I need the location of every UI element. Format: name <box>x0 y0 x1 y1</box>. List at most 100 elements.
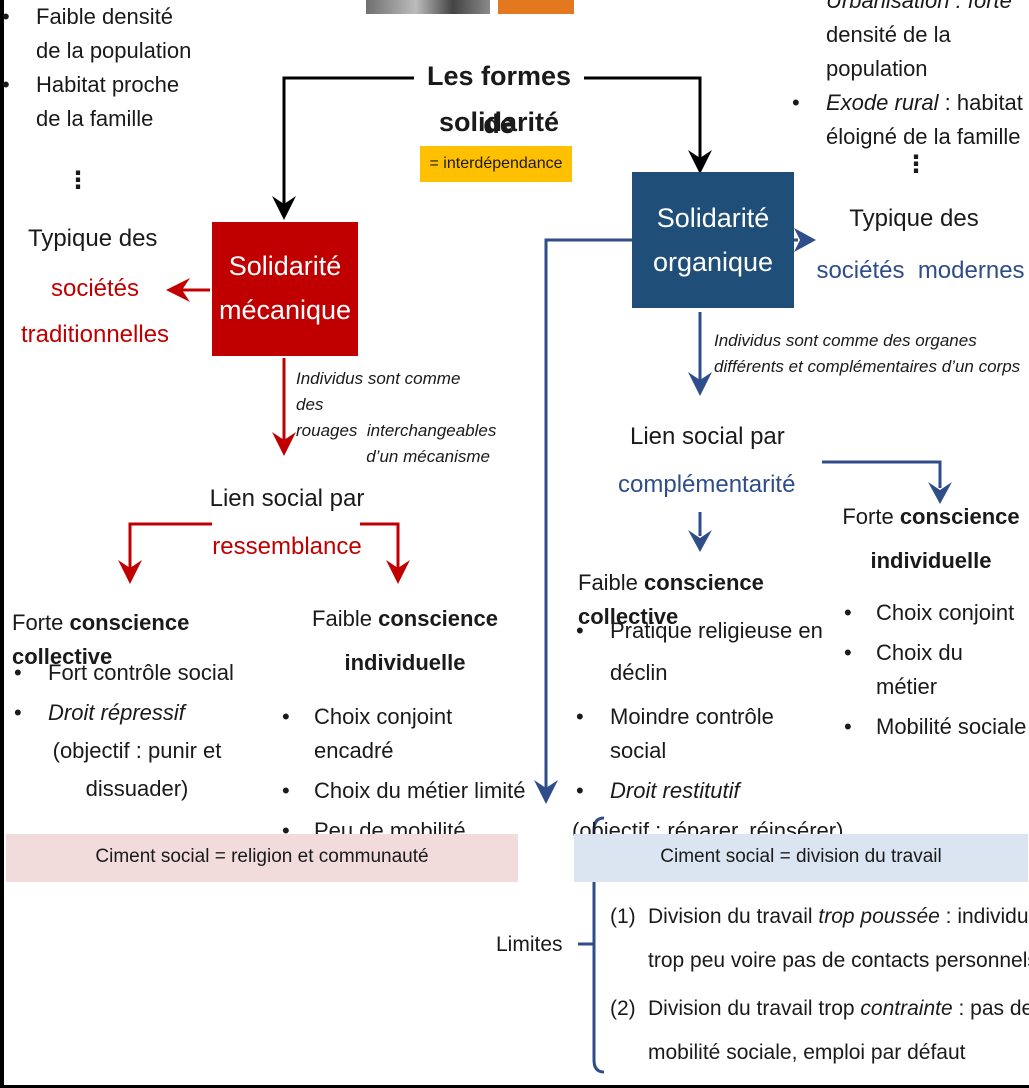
bullet-pratique-religieuse: • Pratique religieuse en déclin <box>572 614 832 690</box>
ciment-social-division: Ciment social = division du travail <box>574 834 1028 882</box>
forte-individuelle-list: • Choix conjoint • Choix du métier • Mob… <box>842 596 1028 744</box>
choix-metier-limite-text: Choix du métier limité <box>314 778 526 803</box>
limite-2-italic: contrainte <box>860 997 953 1020</box>
organique-desc-line1: Individus sont comme des organes <box>714 331 977 350</box>
objectif-punir-line1: (objectif : punir et <box>52 738 222 763</box>
faible-conscience-collective-heading: Faible conscience collective <box>578 566 838 634</box>
bullet-moindre-controle: • Moindre contrôle social <box>572 700 832 768</box>
mecanique-desc-line1: Individus sont comme des <box>296 369 461 414</box>
photo-thumbnail <box>366 0 490 14</box>
bullet-dot: • <box>14 700 22 725</box>
arrow-to-forte-individuelle <box>822 460 942 488</box>
urbanisation-line1: Urbanisation : forte <box>826 0 1012 13</box>
exode-rural-line2: éloigné de la famille <box>826 124 1021 149</box>
typique-des-left: Typique des <box>28 225 158 252</box>
forte-ind-prefix: Forte <box>842 504 900 529</box>
lien-ressemblance-line2: ressemblance <box>212 533 362 560</box>
bullet-fort-controle: • Fort contrôle social <box>12 656 272 690</box>
arrow-to-faible-individuelle <box>360 522 400 570</box>
limite-1-pre: Division du travail <box>648 905 819 928</box>
limite-1-line1: (1) Division du travail trop poussée : in… <box>610 900 1029 934</box>
habitat-proche-line2: de la famille <box>36 106 154 131</box>
arrow-head-modernes <box>794 228 816 252</box>
faible-prefix: Faible <box>312 606 379 631</box>
book-cover-thumbnail <box>498 0 574 14</box>
bullet-dot: • <box>792 90 800 115</box>
arrow-head-forte-collective <box>118 560 142 584</box>
societes-traditionnelles-line1: sociétés <box>50 275 140 302</box>
arrow-head-organique <box>688 150 712 174</box>
limite-1-post: : individus ont <box>945 905 1029 928</box>
lien-ressemblance-line1: Lien social par <box>209 485 365 512</box>
bullet-droit-restitutif: • Droit restitutif <box>572 774 832 808</box>
mecanique-box-line1: Solidarité <box>228 251 342 281</box>
societes-traditionnelles-line2: traditionnelles <box>20 321 170 348</box>
pratique-religieuse-line1: Pratique religieuse en <box>610 618 823 643</box>
limite-2-line2: mobilité sociale, emploi par défaut <box>648 1041 966 1064</box>
arrow-to-forte-collective <box>128 522 212 570</box>
lien-complementarite-line2: complémentarité <box>618 471 796 498</box>
bullet-dot: • <box>844 640 852 665</box>
arrow-head-forte-individuelle <box>928 482 952 504</box>
left-border <box>0 0 4 1088</box>
vertical-ellipsis-right: ⋮ <box>904 151 928 178</box>
bullet-dot: • <box>2 4 10 29</box>
objectif-punir-line2: dissuader) <box>85 776 189 801</box>
limite-2-line1: (2)Division du travail trop contrainte :… <box>610 992 1029 1026</box>
bullet-dot: • <box>14 660 22 685</box>
mecanique-box-line2: mécanique <box>218 295 352 325</box>
societes-modernes: sociétés modernes <box>816 257 1025 284</box>
habitat-proche-line1: Habitat proche <box>36 72 180 97</box>
pratique-religieuse-line2: déclin <box>610 660 668 685</box>
ciment-social-religion: Ciment social = religion et communauté <box>6 834 518 882</box>
organique-desc-line2: différents et complémentaires d’un corps <box>714 357 1021 376</box>
arrow-head-limites <box>534 780 558 804</box>
bottom-border <box>0 1085 1029 1088</box>
forte-ind-bold-line1: conscience <box>899 504 1020 529</box>
limite-1-number: (1) <box>610 905 636 928</box>
choix-conjoint-text: Choix conjoint <box>876 600 1015 625</box>
top-right-list: Urbanisation : forte densité de la popul… <box>792 0 1028 154</box>
forte-collective-list: • Fort contrôle social • Droit répressif… <box>12 656 272 806</box>
mecanique-description: Individus sont comme des rouages interch… <box>296 366 497 470</box>
exode-rural-rest: : habitat <box>938 90 1023 115</box>
mecanique-desc-line2: rouages interchangeables <box>296 421 497 440</box>
bullet-choix-conjoint: • Choix conjoint <box>842 596 1028 630</box>
faible-conscience-individuelle-heading: Faible conscience individuelle <box>300 602 510 680</box>
arrow-head-ressemblance <box>272 432 296 456</box>
arrow-title-to-organique <box>584 76 702 165</box>
bullet-choix-metier-limite: • Choix du métier limité <box>280 774 528 808</box>
mobilite-sociale-text: Mobilité sociale <box>876 714 1027 739</box>
arrow-head-traditionnelles <box>166 278 190 302</box>
faible-col-prefix: Faible <box>578 570 645 595</box>
bullet-dot: • <box>282 704 290 729</box>
forte-conscience-individuelle-heading: Forte conscience individuelle <box>836 500 1026 578</box>
bullet-dot: • <box>844 714 852 739</box>
bullet-habitat-proche: • Habitat proche de la famille <box>2 68 191 136</box>
bullet-dot: • <box>576 618 584 643</box>
faible-densite-line2: de la population <box>36 38 192 63</box>
limites-label: Limites <box>496 933 563 956</box>
faible-densite-line1: Faible densité <box>36 4 173 29</box>
arrow-head-faible-individuelle <box>386 560 410 584</box>
choix-conjoint-encadre-text: Choix conjoint encadré <box>314 704 453 763</box>
bullet-faible-densite: • Faible densité de la population <box>2 0 192 68</box>
moindre-controle-text: Moindre contrôle social <box>610 704 774 763</box>
limite-2-pre: Division du travail trop <box>648 997 861 1020</box>
forte-prefix: Forte <box>12 610 70 635</box>
faible-col-bold: conscience collective <box>578 570 764 629</box>
fort-controle-text: Fort contrôle social <box>48 660 234 685</box>
lien-complementarite-line1: Lien social par <box>630 423 785 450</box>
limite-1-italic: trop poussée <box>818 905 940 928</box>
droit-restitutif-text: Droit restitutif <box>610 778 740 803</box>
limite-2-post: : pas de <box>952 997 1029 1020</box>
organique-box-line2: organique <box>652 247 774 277</box>
forte-conscience-collective-heading: Forte conscience collective <box>12 606 272 674</box>
faible-bold-line1: conscience <box>378 606 498 631</box>
urbanisation-line2: densité de la population <box>826 22 951 81</box>
bullet-dot: • <box>576 704 584 729</box>
top-left-list: • Faible densité de la population • Habi… <box>2 0 192 136</box>
bullet-choix-metier: • Choix du métier <box>842 636 1028 704</box>
bullet-dot: • <box>844 600 852 625</box>
main-title-line2: solidarité <box>438 107 560 137</box>
